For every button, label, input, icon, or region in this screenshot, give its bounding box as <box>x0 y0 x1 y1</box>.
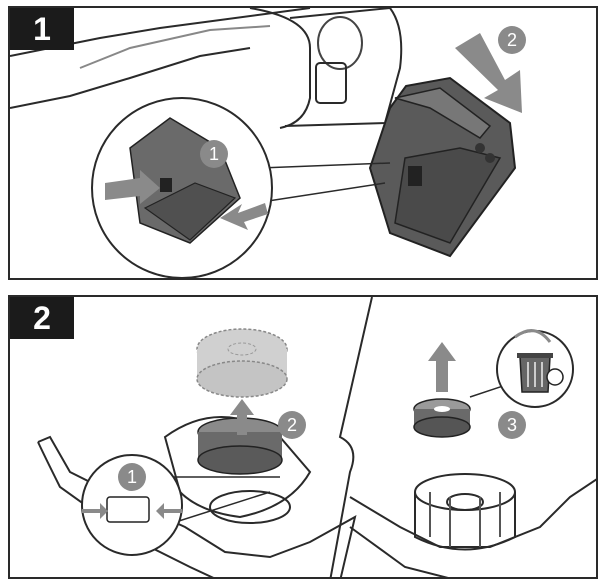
battery-icon <box>368 76 517 258</box>
tool-housing <box>10 8 403 129</box>
callout-marker: 1 <box>118 463 146 491</box>
step-1-panel: 1 1 2 <box>8 6 598 280</box>
arrow-icon <box>230 399 254 435</box>
callout-marker: 2 <box>498 26 526 54</box>
split-divider <box>329 297 373 577</box>
trash-can-icon <box>469 329 574 408</box>
arrow-icon <box>455 33 522 113</box>
step-2-illustration <box>37 297 596 577</box>
callout-marker: 3 <box>498 411 526 439</box>
arrow-icon <box>428 342 456 392</box>
trimmer-head-open <box>349 473 596 577</box>
detail-inset <box>81 454 280 556</box>
spool-icon <box>196 328 288 398</box>
step-number-badge: 1 <box>10 8 74 50</box>
callout-marker: 2 <box>278 411 306 439</box>
step-2-panel: 2 1 2 3 <box>8 295 598 579</box>
callout-marker: 1 <box>200 140 228 168</box>
spool-icon <box>413 398 471 438</box>
step-number-badge: 2 <box>10 297 74 339</box>
